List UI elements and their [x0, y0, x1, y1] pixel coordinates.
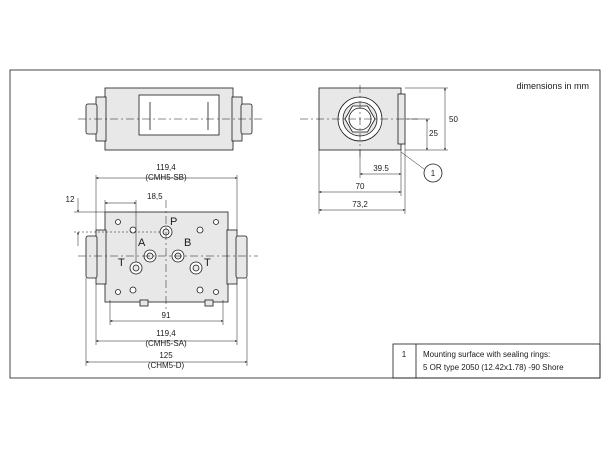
mounting-hole-2: [196, 226, 204, 234]
port-label-t-left: T: [118, 257, 125, 269]
mounting-hole-4: [196, 286, 204, 294]
drawing-frame: [9, 69, 601, 379]
mounting-hole-3: [129, 286, 137, 294]
dim-39-5: 39.5: [373, 164, 389, 173]
dim-73-2: 73,2: [352, 200, 368, 209]
top-view: [85, 87, 253, 151]
callout-balloon: [423, 163, 443, 183]
notes-table: [392, 343, 601, 379]
dim-width-sb-model: (CMH5-SB): [145, 173, 187, 182]
dim-width-sb: 119,4: [156, 163, 176, 172]
dim-50: 50: [449, 115, 458, 124]
dim-width-sa-model: (CMH5-SA): [145, 339, 187, 348]
dim-12: 12: [66, 195, 75, 204]
dim-70: 70: [356, 182, 365, 191]
front-view-ports: [115, 219, 219, 295]
dim-18-5: 18,5: [147, 192, 163, 201]
units-note: dimensions in mm: [516, 81, 589, 91]
notes-line-1: Mounting surface with sealing rings:: [423, 350, 550, 359]
dim-125-model: (CHM5-D): [148, 361, 185, 370]
port-label-t-right: T: [204, 257, 211, 269]
port-label-p: P: [170, 216, 177, 228]
port-label-a: A: [138, 237, 146, 249]
front-view-dimensions: [74, 175, 248, 366]
notes-line-2: 5 OR type 2050 (12.42x1.78) -90 Shore: [423, 363, 564, 372]
port-label-b: B: [184, 237, 191, 249]
dim-width-sa: 119,4: [156, 329, 176, 338]
callout-number: 1: [431, 169, 436, 178]
dim-125: 125: [159, 351, 173, 360]
side-view-dimensions: [318, 87, 448, 214]
dim-25: 25: [429, 129, 438, 138]
notes-item-number: 1: [402, 350, 407, 359]
dim-91: 91: [162, 311, 171, 320]
